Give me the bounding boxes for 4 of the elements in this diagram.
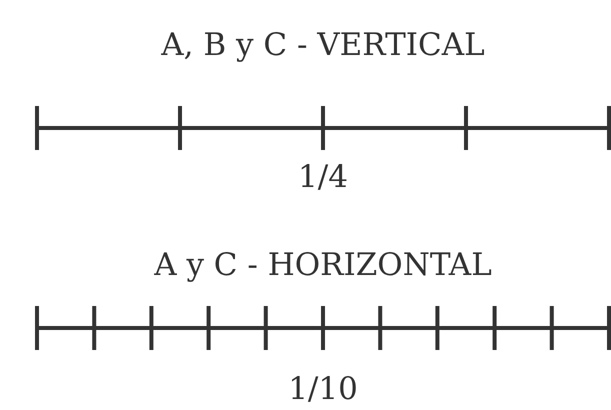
section-heading: A y C - HORIZONTAL: [153, 246, 493, 284]
section-heading: A, B y C - VERTICAL: [160, 26, 486, 64]
scale-label: 1/4: [297, 158, 349, 196]
scale-label: 1/10: [287, 370, 359, 408]
